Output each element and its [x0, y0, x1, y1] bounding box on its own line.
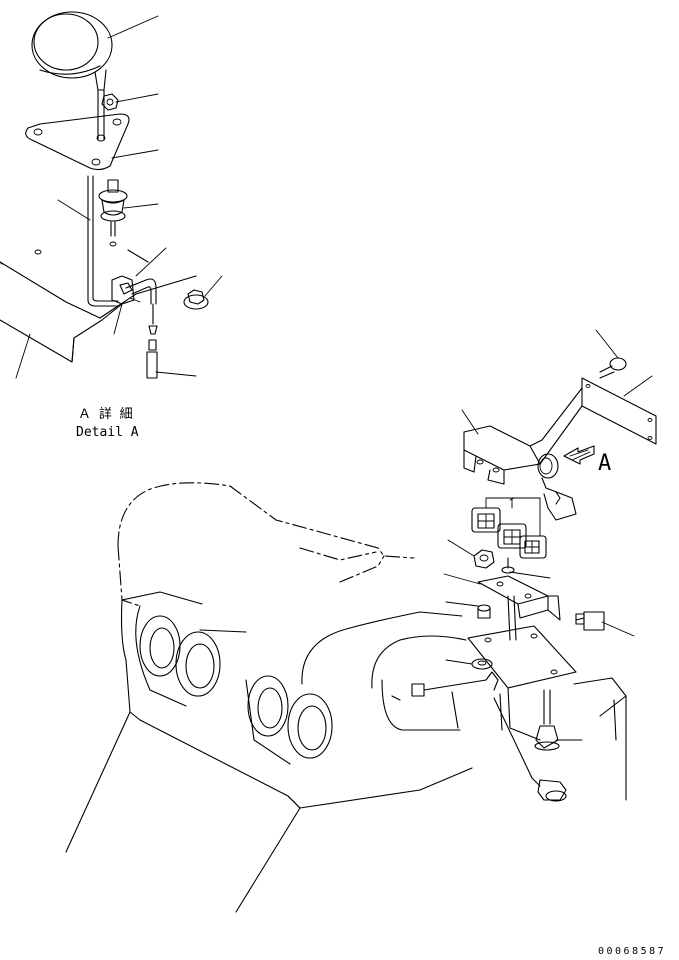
detail-caption-japanese: Ａ 詳 細: [78, 406, 133, 422]
bolt-lower: [531, 777, 567, 802]
leader-lines-detail: [15, 15, 223, 379]
work-lamp: [31, 11, 113, 91]
cover-bracket: [463, 387, 583, 485]
view-arrow: [563, 445, 595, 465]
base-plate: [467, 625, 577, 779]
rubber-mount: [98, 179, 128, 247]
detail-caption-english: Detail A: [76, 425, 139, 440]
view-marker: A: [598, 451, 611, 476]
triangle-bracket: [25, 113, 130, 171]
ports: [139, 615, 333, 759]
detail-caption: Ａ 詳 細 Detail A: [76, 406, 139, 440]
relay: [575, 611, 605, 631]
machine-frame: [65, 482, 627, 913]
drawing-number: 00068587: [598, 946, 666, 957]
clamp: [111, 275, 157, 305]
flange-nut: [183, 289, 209, 310]
bolt-upper: [534, 689, 560, 751]
lamp-set: [471, 497, 547, 559]
cover-bolt: [599, 357, 627, 379]
spacer: [477, 604, 491, 619]
round-lamp-small: [537, 453, 577, 521]
harness-cable: [411, 671, 499, 729]
nut: [101, 93, 119, 111]
detail-a-view: [0, 11, 223, 379]
connector: [146, 303, 158, 379]
leader-lines-main: [443, 329, 653, 741]
lamp-bracket-plate: [477, 575, 561, 641]
grommet: [501, 557, 515, 574]
flange-nut-main: [473, 549, 495, 569]
